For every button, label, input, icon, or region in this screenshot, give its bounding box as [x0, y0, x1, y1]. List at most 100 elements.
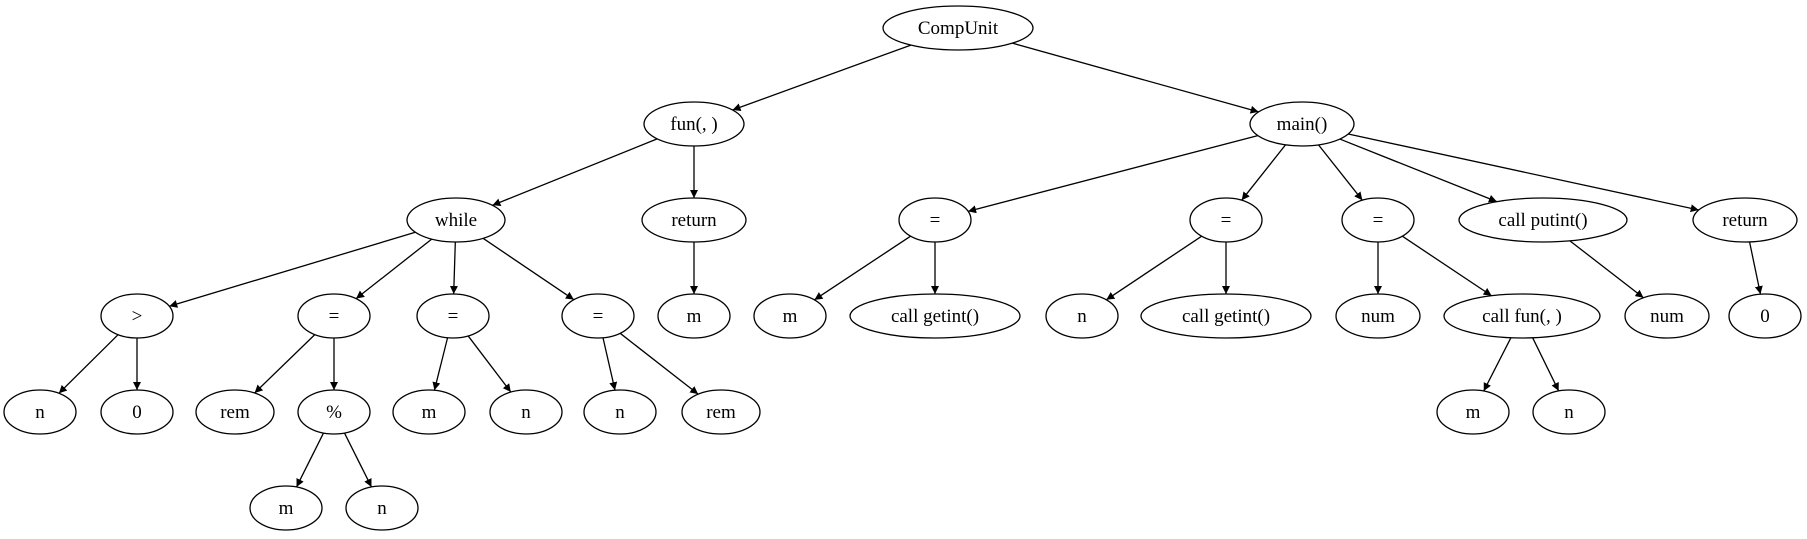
- edge-main-to-putint: [1339, 138, 1498, 203]
- tree-node-z1: 0: [100, 389, 174, 435]
- node-ellipse: [392, 389, 466, 435]
- node-label: =: [329, 306, 340, 327]
- node-ellipse: [643, 101, 745, 147]
- node-label: n: [377, 498, 387, 519]
- node-ellipse: [1692, 197, 1798, 243]
- node-label: return: [671, 210, 717, 231]
- node-ellipse: [1728, 293, 1802, 339]
- node-ellipse: [1624, 293, 1710, 339]
- node-label: 0: [1760, 306, 1770, 327]
- node-ellipse: [1140, 293, 1312, 339]
- node-ellipse: [1341, 197, 1415, 243]
- edge-eq3-to-n3: [602, 337, 618, 391]
- tree-node-m2: m: [392, 389, 466, 435]
- edge-eqA-to-mA: [814, 235, 911, 301]
- edge-pct-to-nn1: [343, 432, 373, 488]
- edge-eqC-to-callfun: [1401, 235, 1492, 297]
- node-label: main(): [1277, 114, 1328, 135]
- tree-node-eq3: =: [561, 293, 635, 339]
- node-ellipse: [345, 485, 419, 531]
- tree-node-fun: fun(, ): [643, 101, 745, 147]
- tree-node-rem2: rem: [681, 389, 761, 435]
- node-ellipse: [416, 293, 490, 339]
- node-label: call putint(): [1498, 210, 1587, 231]
- node-label: rem: [706, 402, 736, 423]
- edge-while-to-gt: [169, 231, 416, 308]
- edge-eqB-to-nB: [1105, 235, 1203, 301]
- tree-node-nn1: n: [345, 485, 419, 531]
- tree-node-eqC: =: [1341, 197, 1415, 243]
- edge-while-to-eq1: [355, 238, 433, 300]
- tree-node-m1: m: [249, 485, 323, 531]
- tree-node-n2: n: [489, 389, 563, 435]
- edge-while-to-eq2: [449, 241, 458, 295]
- tree-node-ret2: return: [1692, 197, 1798, 243]
- node-ellipse: [1532, 389, 1606, 435]
- node-label: 0: [132, 402, 142, 423]
- edge-callfun-to-mF: [1483, 337, 1512, 392]
- edge-main-to-ret2: [1348, 133, 1699, 213]
- node-label: fun(, ): [670, 114, 717, 135]
- node-label: %: [326, 402, 342, 423]
- tree-node-getB: call getint(): [1140, 293, 1312, 339]
- node-ellipse: [882, 5, 1034, 51]
- node-label: while: [435, 210, 477, 231]
- node-ellipse: [657, 293, 731, 339]
- tree-node-while: while: [406, 197, 506, 243]
- node-label: =: [930, 210, 941, 231]
- edge-eq2-to-n2: [467, 335, 512, 393]
- edge-pct-to-m1: [295, 432, 325, 488]
- node-ellipse: [1189, 197, 1263, 243]
- edge-main-to-eqB: [1241, 144, 1286, 201]
- edge-fun-to-while: [492, 138, 658, 207]
- node-ellipse: [1458, 197, 1628, 243]
- tree-node-main: main(): [1249, 101, 1355, 147]
- node-ellipse: [297, 293, 371, 339]
- nodes-layer: CompUnit fun(, ) main() while return > = = = m n 0 r…: [3, 5, 1802, 531]
- tree-node-zR: 0: [1728, 293, 1802, 339]
- tree-node-ret1: return: [641, 197, 747, 243]
- node-label: n: [615, 402, 625, 423]
- tree-node-rem1: rem: [195, 389, 275, 435]
- tree-node-eq1: =: [297, 293, 371, 339]
- edge-eq1-to-rem1: [254, 334, 316, 394]
- node-label: =: [1221, 210, 1232, 231]
- node-label: n: [35, 402, 45, 423]
- node-ellipse: [1443, 293, 1601, 339]
- node-label: m: [279, 498, 294, 519]
- node-label: =: [448, 306, 459, 327]
- node-ellipse: [898, 197, 972, 243]
- node-label: m: [1466, 402, 1481, 423]
- tree-node-mA: m: [753, 293, 827, 339]
- tree-node-nF: n: [1532, 389, 1606, 435]
- edge-main-to-eqC: [1318, 144, 1363, 201]
- node-ellipse: [406, 197, 506, 243]
- tree-node-eqB: =: [1189, 197, 1263, 243]
- node-label: call getint(): [1182, 306, 1270, 327]
- edge-root-to-main: [1012, 42, 1259, 114]
- tree-node-pct: %: [297, 389, 371, 435]
- node-label: rem: [220, 402, 250, 423]
- node-ellipse: [753, 293, 827, 339]
- tree-node-gt: >: [100, 293, 174, 339]
- edges-layer: [58, 42, 1763, 488]
- node-label: n: [1077, 306, 1087, 327]
- tree-node-root: CompUnit: [882, 5, 1034, 51]
- node-label: num: [1650, 306, 1684, 327]
- tree-node-m_ret: m: [657, 293, 731, 339]
- edge-root-to-fun: [732, 44, 912, 112]
- node-label: m: [687, 306, 702, 327]
- node-ellipse: [3, 389, 77, 435]
- edge-main-to-eqA: [967, 134, 1258, 214]
- node-label: num: [1361, 306, 1395, 327]
- edge-eq3-to-rem2: [619, 332, 699, 395]
- edge-putint-to-numP: [1569, 240, 1644, 299]
- node-label: n: [521, 402, 531, 423]
- node-label: m: [422, 402, 437, 423]
- edge-ret2-to-zR: [1748, 241, 1763, 295]
- node-ellipse: [195, 389, 275, 435]
- node-ellipse: [100, 389, 174, 435]
- node-label: n: [1564, 402, 1574, 423]
- node-ellipse: [1249, 101, 1355, 147]
- tree-node-n3: n: [583, 389, 657, 435]
